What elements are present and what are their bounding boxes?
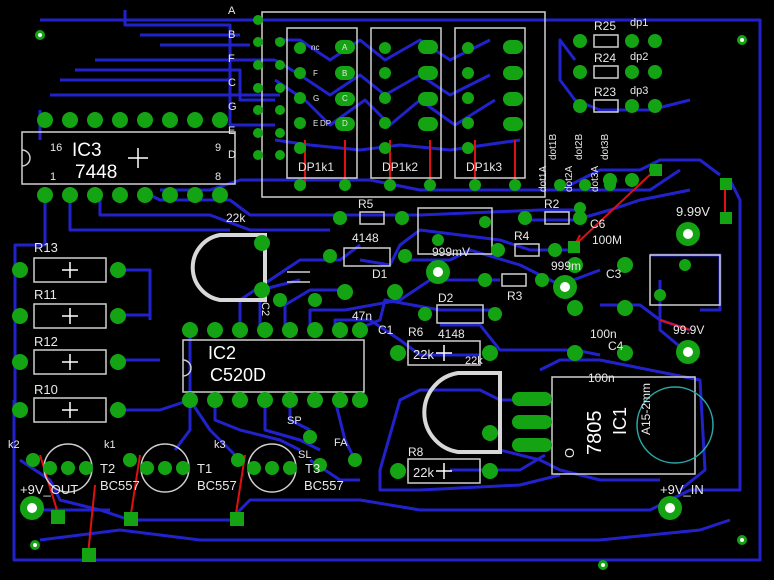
- c2-label: C2: [259, 302, 271, 316]
- d2-label: D2: [438, 291, 454, 305]
- vias: [20, 15, 747, 570]
- d2-value: 4148: [438, 327, 465, 341]
- dot2a-label: dot2A: [564, 166, 575, 192]
- r4-label: R4: [514, 229, 530, 243]
- sl-label: SL: [298, 449, 311, 461]
- r6-label: R6: [408, 325, 424, 339]
- t1-name: T1: [197, 461, 212, 476]
- t2-name: T2: [100, 461, 115, 476]
- d1-value: 4148: [352, 231, 379, 245]
- d1-pin-c: C: [342, 94, 348, 103]
- seg-a: A: [228, 5, 236, 17]
- ic3-part: 7448: [75, 162, 117, 183]
- seg-b: B: [228, 29, 235, 41]
- r8-label: R8: [408, 445, 424, 459]
- dot1a-label: dot1A: [538, 166, 549, 192]
- top-traces: [39, 140, 726, 556]
- d1-pin-b: B: [342, 69, 347, 78]
- ic2-name: IC2: [208, 343, 236, 363]
- k2-label: k2: [8, 439, 20, 451]
- k3-label: k3: [214, 439, 226, 451]
- display-3-label: DP1k3: [466, 160, 502, 174]
- seg-g: G: [228, 101, 237, 113]
- r13-label: R13: [34, 240, 58, 255]
- d1-pin-g: G: [313, 94, 319, 103]
- trim-value-2: 999m: [551, 259, 581, 273]
- seg-c: C: [228, 77, 236, 89]
- r11-label: R11: [34, 287, 57, 302]
- c4-value: 100n: [590, 327, 617, 341]
- d1-pin-a: A: [342, 43, 348, 52]
- r12-label: R12: [34, 334, 58, 349]
- ic3-pin9: 9: [215, 142, 221, 154]
- c1-label: C1: [378, 323, 394, 337]
- r2-label: R2: [544, 197, 560, 211]
- seg-d: D: [228, 149, 236, 161]
- dp3-label: dp3: [630, 85, 648, 97]
- ic1-part: 7805: [584, 411, 606, 456]
- trim-value-1: 999mV: [432, 245, 470, 259]
- d1-pin-f: F: [313, 69, 318, 78]
- c6-value: 100M: [592, 233, 622, 247]
- c3-label: C3: [606, 267, 622, 281]
- k1-label: k1: [104, 439, 116, 451]
- pads: [12, 34, 691, 479]
- d1-pin-d: D: [342, 119, 348, 128]
- ic1-heatsink: A15-2mm: [639, 383, 653, 435]
- ic2-part: C520D: [210, 365, 266, 385]
- display-pads: [335, 40, 552, 452]
- ic3-pin1: 1: [50, 171, 56, 183]
- t1-part: BC557: [197, 478, 237, 493]
- t3-name: T3: [305, 461, 320, 476]
- r10-label: R10: [34, 382, 58, 397]
- fa-label: FA: [334, 437, 348, 449]
- voltage-dot-label-2: 99.9V: [673, 323, 704, 337]
- r3-label: R3: [507, 289, 523, 303]
- c6-label: C6: [590, 217, 606, 231]
- r24-label: R24: [594, 51, 616, 65]
- resistor-marks: [62, 148, 452, 479]
- c3-value: 100n: [588, 371, 615, 385]
- out-label: +9V_OUT: [20, 482, 78, 497]
- in-label: +9V_IN: [660, 482, 704, 497]
- d1-pin-e: E: [313, 119, 318, 128]
- ic3-pin8: 8: [215, 171, 221, 183]
- r5-label: R5: [358, 197, 374, 211]
- ic3-name: IC3: [72, 140, 102, 161]
- dot3a-label: dot3A: [590, 166, 601, 192]
- d1-pin-dp: DP: [320, 119, 331, 128]
- ic1-name: IC1: [610, 407, 630, 435]
- r23-label: R23: [594, 85, 616, 99]
- r-22k-label: 22k: [226, 211, 246, 225]
- segment-letters: A B F C G E D: [228, 5, 237, 161]
- r-22k-label-2: 22k: [465, 355, 483, 367]
- seg-f: F: [228, 53, 235, 65]
- ic3-pin16: 16: [50, 142, 62, 154]
- t3-part: BC557: [304, 478, 344, 493]
- d1-label: D1: [372, 267, 388, 281]
- r25-label: R25: [594, 19, 616, 33]
- dot1b-label: dot1B: [548, 134, 559, 160]
- dot-labels: dot1A dot1B dot2A dot2B dot3A dot3B: [538, 134, 611, 192]
- display-1-label: DP1k1: [298, 160, 334, 174]
- ic1-gnd: O: [562, 448, 577, 458]
- c4-label: C4: [608, 339, 624, 353]
- r8-value: 22k: [413, 465, 434, 480]
- sp-label: SP: [287, 415, 302, 427]
- dot2b-label: dot2B: [574, 134, 585, 160]
- silkscreen: [21, 11, 721, 493]
- dot3b-label: dot3B: [600, 134, 611, 160]
- display-pin-letters: nc A F B G C E DP D: [311, 43, 348, 128]
- t2-part: BC557: [100, 478, 140, 493]
- voltage-dot-label: 9.99V: [676, 204, 710, 219]
- seg-e: E: [228, 125, 235, 137]
- d1-pin-nc: nc: [311, 43, 319, 52]
- r6-value: 22k: [413, 347, 434, 362]
- dp2-label: dp2: [630, 51, 648, 63]
- dp1-label: dp1: [630, 17, 648, 29]
- c1-value: 47n: [352, 309, 372, 323]
- display-2-label: DP1k2: [382, 160, 418, 174]
